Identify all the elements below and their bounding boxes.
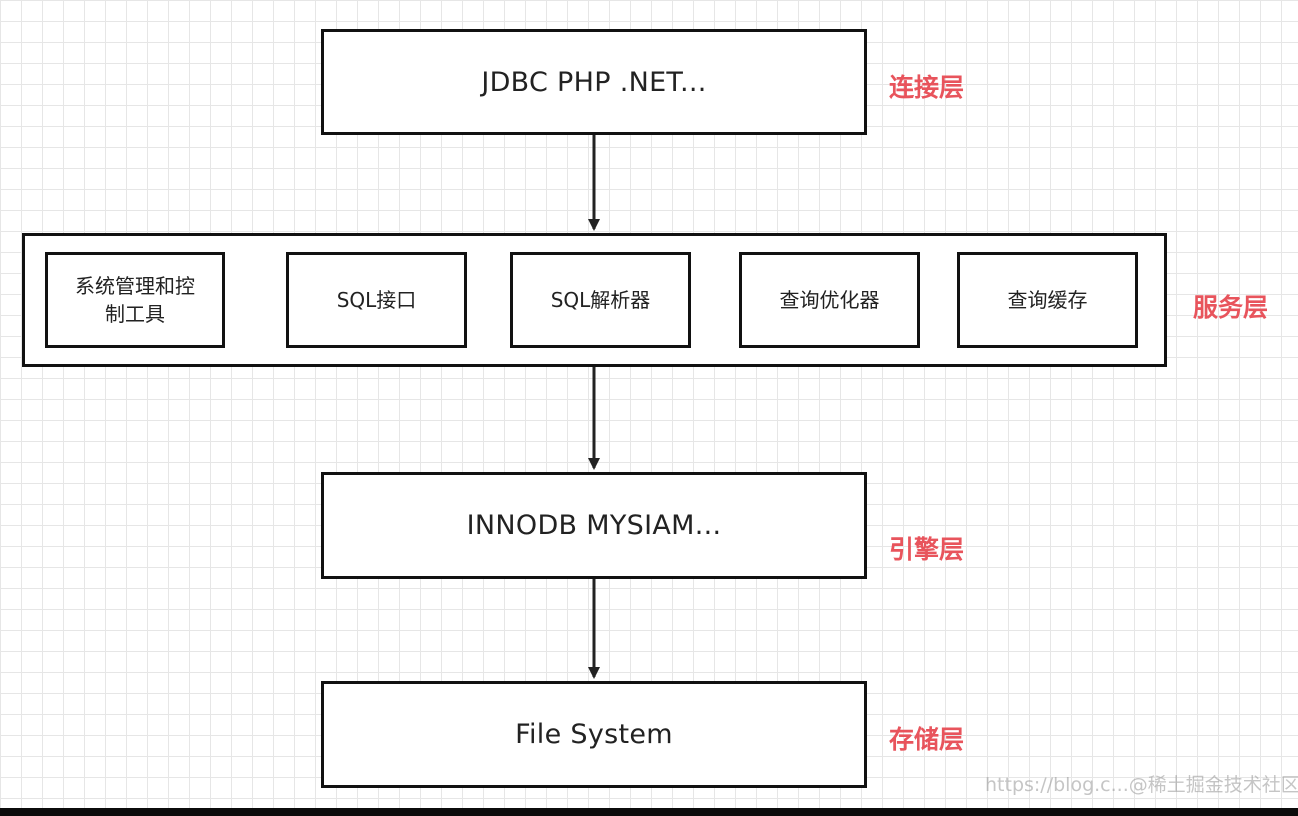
- service-component-label: 系统管理和控制工具: [75, 274, 195, 326]
- service-component-system-tools: 系统管理和控制工具: [45, 252, 225, 348]
- service-component-sql-interface: SQL接口: [286, 252, 467, 348]
- service-component-label: SQL解析器: [550, 288, 651, 312]
- connection-layer-box: JDBC PHP .NET...: [321, 29, 867, 135]
- engine-layer-box: INNODB MYSIAM...: [321, 472, 867, 579]
- watermark: https://blog.c...@稀土掘金技术社区: [985, 774, 1298, 796]
- storage-layer-box: File System: [321, 681, 867, 788]
- connection-layer-label: 连接层: [889, 73, 965, 102]
- storage-layer-content: File System: [515, 719, 673, 750]
- service-component-label: 查询缓存: [1007, 288, 1088, 312]
- service-component-label: 查询优化器: [779, 288, 880, 312]
- engine-layer-label: 引擎层: [889, 535, 965, 564]
- service-component-label: SQL接口: [336, 288, 417, 312]
- service-component-query-cache: 查询缓存: [957, 252, 1138, 348]
- connection-layer-content: JDBC PHP .NET...: [481, 66, 707, 98]
- service-component-sql-parser: SQL解析器: [510, 252, 691, 348]
- bottom-bar: [0, 808, 1298, 816]
- storage-layer-label: 存储层: [889, 725, 965, 754]
- engine-layer-content: INNODB MYSIAM...: [466, 510, 722, 541]
- service-component-query-optimizer: 查询优化器: [739, 252, 920, 348]
- service-layer-label: 服务层: [1193, 293, 1269, 322]
